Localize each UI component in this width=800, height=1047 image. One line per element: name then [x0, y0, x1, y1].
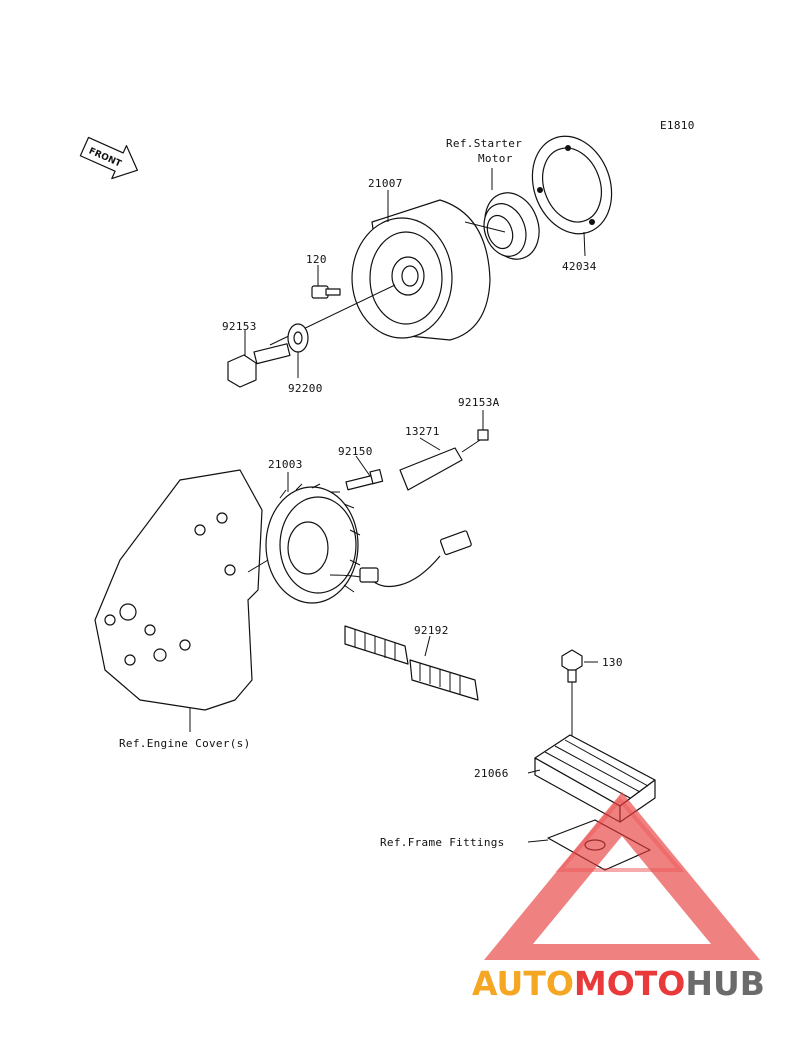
bolt-120 [311, 265, 341, 299]
label-92192: 92192 [414, 624, 449, 637]
starter-clutch-gear [483, 168, 540, 260]
bolt-130 [561, 649, 598, 740]
watermark-hub: HUB [685, 964, 765, 1003]
label-21007: 21007 [368, 177, 403, 190]
stator-wire-harness [359, 530, 472, 588]
label-21066: 21066 [474, 767, 509, 780]
watermark-text: AUTOMOTOHUB [472, 964, 765, 1003]
washer-92200 [287, 323, 309, 378]
label-130: 130 [602, 656, 623, 669]
label-92153: 92153 [222, 320, 257, 333]
diagram-code: E1810 [660, 119, 695, 132]
bolt-92153 [227, 330, 291, 388]
label-ref-starter-motor-2: Motor [478, 152, 513, 165]
engine-cover [94, 469, 263, 732]
clamp-13271 [399, 437, 463, 491]
starter-cover-ring-42034 [531, 135, 613, 257]
label-42034: 42034 [562, 260, 597, 273]
watermark-moto: MOTO [574, 964, 685, 1003]
stator-21003 [247, 472, 373, 604]
label-92150: 92150 [338, 445, 373, 458]
label-13271: 13271 [405, 425, 440, 438]
label-92153A: 92153A [458, 396, 500, 409]
screw-92150 [345, 455, 384, 491]
watermark-auto: AUTO [472, 964, 574, 1003]
label-ref-starter-motor-1: Ref.Starter [446, 137, 522, 150]
watermark-logo [484, 792, 760, 960]
label-92200: 92200 [288, 382, 323, 395]
label-ref-frame-fittings: Ref.Frame Fittings [380, 836, 505, 849]
regulator-rectifier-21066 [527, 734, 656, 823]
label-ref-engine-cover: Ref.Engine Cover(s) [119, 737, 251, 750]
label-21003: 21003 [268, 458, 303, 471]
front-arrow-icon: FRONT [79, 136, 139, 180]
label-120: 120 [306, 253, 327, 266]
rotor-21007 [269, 190, 506, 346]
grommet-92192 [344, 625, 479, 701]
screw-92153A [461, 410, 489, 453]
